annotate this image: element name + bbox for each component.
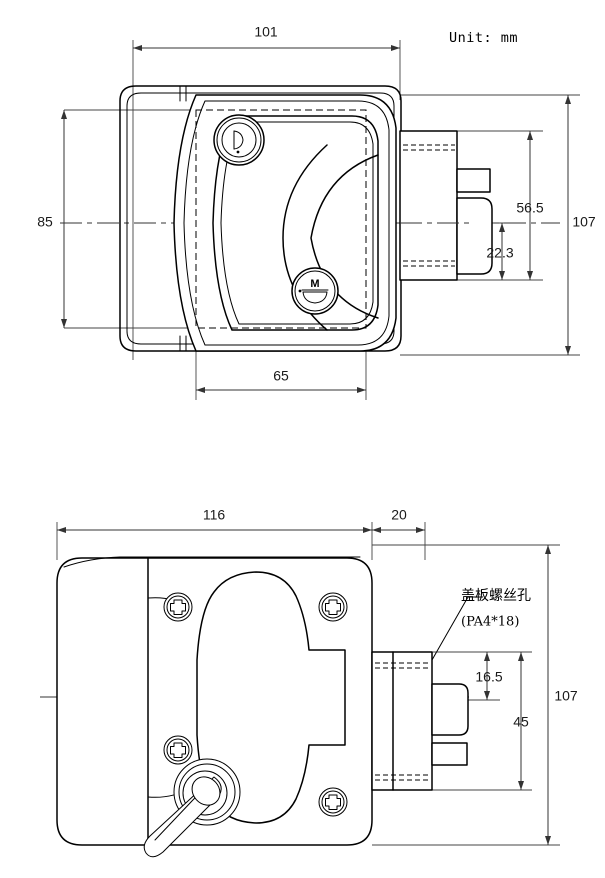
dimension-116-label: 116 — [203, 507, 226, 523]
dimension-101: 101 — [133, 24, 400, 51]
dimension-101-label: 101 — [254, 24, 278, 40]
annotation-line1: 盖板螺丝孔 — [461, 588, 531, 604]
lock-face-panel — [212, 115, 379, 331]
key-cylinder-with-key[interactable] — [143, 758, 241, 858]
dimension-22-3: 22.3 — [486, 223, 514, 280]
dimension-16-5-label: 16.5 — [475, 669, 502, 685]
bottom-view-group: 盖板螺丝孔 (PA4*18) 116 20 107 — [40, 507, 578, 858]
top-view-group: M 101 — [37, 24, 596, 400]
dimension-56-5-label: 56.5 — [516, 200, 543, 216]
dimension-65-label: 65 — [273, 368, 289, 384]
dimension-22-3-label: 22.3 — [486, 245, 513, 261]
dimension-107-top: 107 — [565, 95, 596, 355]
dimension-16-5: 16.5 — [475, 652, 503, 700]
dimension-107-top-label: 107 — [572, 214, 596, 230]
bottom-view-extension-lines — [56, 522, 560, 846]
dimension-116: 116 — [57, 507, 372, 533]
dimension-20-label: 20 — [391, 507, 407, 523]
lock-backplate — [119, 85, 402, 352]
latch-protrusion-front — [399, 130, 493, 281]
rear-housing — [56, 556, 373, 846]
dimension-45: 45 — [513, 652, 529, 790]
dimension-85-label: 85 — [37, 214, 53, 230]
annotation-cover-screw-hole: 盖板螺丝孔 (PA4*18) — [431, 588, 531, 661]
annotation-line2: (PA4*18) — [461, 615, 519, 630]
screw-top-left — [163, 592, 193, 622]
dimension-85: 85 — [37, 110, 67, 328]
dimension-107-bottom-label: 107 — [554, 688, 578, 704]
brand-mark-label: M — [310, 278, 319, 290]
dimension-20: 20 — [372, 507, 425, 533]
screw-top-right — [318, 592, 348, 622]
screw-bottom-left — [163, 735, 193, 765]
dimension-107-bottom: 107 — [545, 545, 578, 845]
keyhole-assembly[interactable] — [213, 114, 265, 166]
unit-note: Unit: mm — [449, 30, 518, 46]
dimension-65: 65 — [196, 368, 366, 393]
latch-protrusion-rear — [371, 651, 469, 791]
dimension-45-label: 45 — [513, 714, 529, 730]
brand-knob[interactable]: M — [291, 267, 339, 315]
top-view-hidden-lines — [195, 109, 367, 329]
screw-bottom-right — [318, 787, 348, 817]
dimension-56-5: 56.5 — [516, 131, 544, 280]
